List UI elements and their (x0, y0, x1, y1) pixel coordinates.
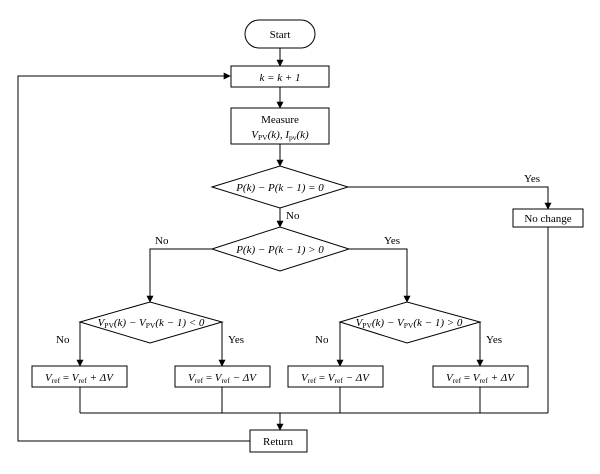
cond4-label: VPV(k) − VPV(k − 1) > 0 (356, 317, 463, 330)
edge-cond2-no (146, 248, 212, 303)
edge-cond1-yes (348, 186, 552, 210)
start-terminator (244, 19, 316, 49)
edge-labels: Yes No No Yes No Yes No Yes (56, 173, 540, 346)
cond3-label: VPV(k) − VPV(k − 1) < 0 (98, 317, 205, 330)
connectors (17, 48, 552, 442)
node-action-1: Vref = Vref + ΔV (31, 365, 128, 388)
node-cond3: VPV(k) − VPV(k − 1) < 0 (78, 301, 224, 344)
node-no-change: No change (512, 208, 584, 228)
action-2-box (174, 365, 271, 388)
start-label: Start (270, 29, 291, 41)
no-change-label: No change (524, 213, 571, 225)
cond1-label: P(k) − P(k − 1) = 0 (235, 182, 324, 194)
increment-label: k = k + 1 (259, 72, 300, 84)
return-box (249, 429, 308, 453)
edge-cond2-yes (349, 248, 411, 303)
action-3-box (287, 365, 384, 388)
node-cond4: VPV(k) − VPV(k − 1) > 0 (338, 301, 482, 344)
edge-label-yes-1: Yes (524, 173, 540, 185)
action-3-label: Vref = Vref − ΔV (301, 372, 370, 385)
edge-label-no-2: No (155, 235, 169, 247)
edge-label-yes-2: Yes (384, 235, 400, 247)
return-label: Return (263, 436, 293, 448)
measure-title: Measure (261, 114, 299, 126)
action-4-box (432, 365, 529, 388)
edge-label-yes-4: Yes (486, 334, 502, 346)
node-cond1: P(k) − P(k − 1) = 0 (210, 165, 350, 209)
measure-vars: VPV(k), Ipv(k) (251, 129, 309, 142)
edge-label-no-3: No (56, 334, 70, 346)
action-2-label: Vref = Vref − ΔV (188, 372, 257, 385)
action-1-box (31, 365, 128, 388)
node-action-4: Vref = Vref + ΔV (432, 365, 529, 388)
node-measure: Measure VPV(k), Ipv(k) (230, 107, 330, 145)
edge-loop-back (17, 72, 250, 442)
cond2-diamond (210, 226, 351, 272)
cond1-diamond (210, 165, 350, 209)
edge-label-yes-3: Yes (228, 334, 244, 346)
edge-label-no-1: No (286, 210, 300, 222)
no-change-box (512, 208, 584, 228)
node-action-3: Vref = Vref − ΔV (287, 365, 384, 388)
increment-box (230, 65, 330, 88)
edge-label-no-4: No (315, 334, 329, 346)
measure-box (230, 107, 330, 145)
cond2-label: P(k) − P(k − 1) > 0 (235, 244, 324, 256)
cond3-diamond (78, 301, 224, 344)
node-action-2: Vref = Vref − ΔV (174, 365, 271, 388)
node-increment: k = k + 1 (230, 65, 330, 88)
node-return: Return (249, 429, 308, 453)
node-start: Start (244, 19, 316, 49)
action-1-label: Vref = Vref + ΔV (45, 372, 114, 385)
action-4-label: Vref = Vref + ΔV (446, 372, 515, 385)
node-cond2: P(k) − P(k − 1) > 0 (210, 226, 351, 272)
cond4-diamond (338, 301, 482, 344)
